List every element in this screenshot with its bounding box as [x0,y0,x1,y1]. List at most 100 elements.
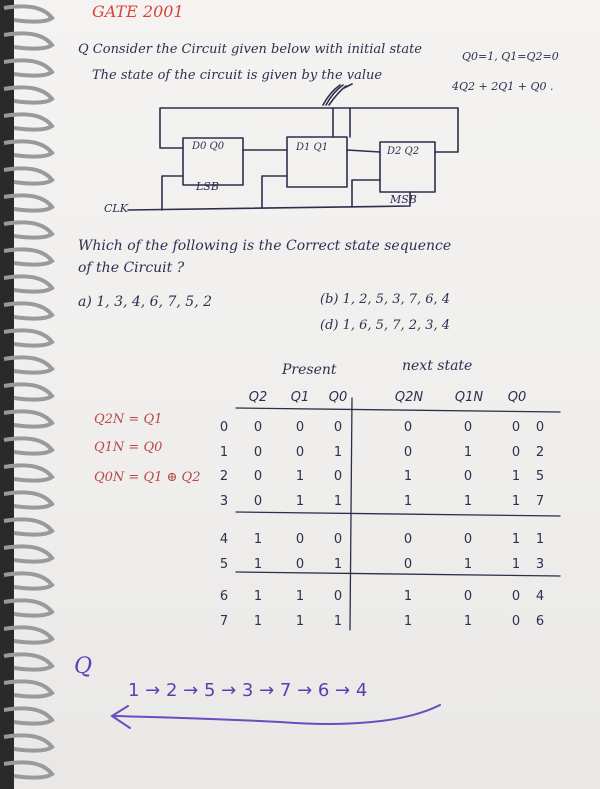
spiral-ring [3,409,55,429]
row-index: 5 [219,556,229,572]
next-cell: 0 [403,532,413,547]
present-cell: 1 [253,613,263,629]
next-cell: 0 [511,420,521,435]
spiral-ring [3,328,55,348]
next-cell: 0 [403,444,413,460]
ff1-label: D1 Q1 [296,142,329,153]
answer-sequence: 1 → 2 → 5 → 3 → 7 → 6 → 4 [128,680,368,701]
next-value-cell: 7 [535,493,545,509]
present-cell: 0 [253,493,263,509]
present-col-header: Q2 [248,390,268,405]
next-cell: 0 [511,613,521,629]
spiral-ring [3,679,55,699]
equation-q2n: Q2N = Q1 [94,412,163,427]
next-cell: 0 [463,469,473,484]
question-state-formula: 4Q2 + 2Q1 + Q0 . [452,80,554,93]
present-cell: 0 [333,420,343,435]
next-cell: 1 [403,613,413,629]
spiral-ring [3,598,55,618]
present-col-header: Q0 [328,390,348,405]
present-cell: 1 [295,589,305,604]
next-cell: 1 [403,493,413,509]
spiral-ring [3,463,55,483]
present-cell: 1 [295,493,305,509]
next-cell: 1 [511,532,521,547]
ff2-label: D2 Q2 [387,146,420,157]
spiral-ring [3,733,55,753]
next-cell: 0 [463,589,473,604]
row-index: 4 [219,532,229,547]
present-cell: 1 [333,613,343,629]
option-d: (d) 1, 6, 5, 7, 2, 3, 4 [320,318,451,333]
next-cell: 1 [463,444,473,460]
present-cell: 0 [295,420,305,435]
row-index: 2 [219,469,229,484]
ff0-label: D0 Q0 [192,141,225,152]
spiral-ring [3,4,55,24]
circuit-diagram [127,83,459,211]
state-table-lines [235,397,561,631]
next-col-header: Q0 [507,390,527,405]
equation-q1n: Q1N = Q0 [94,440,163,455]
next-value-cell: 3 [535,556,545,572]
present-cell: 0 [253,469,263,484]
present-col-header: Q1 [290,390,310,405]
spiral-ring [3,436,55,456]
flip-flop-2 [379,141,436,193]
present-cell: 0 [253,420,263,435]
spiral-ring [3,355,55,375]
answer-label: Q [74,654,93,679]
present-state-header: Present [282,362,337,378]
flip-flop-1 [286,136,348,188]
flip-flop-0 [182,137,244,186]
next-cell: 0 [463,420,473,435]
row-index: 7 [219,613,229,629]
present-cell: 1 [253,532,263,547]
spiral-ring [3,220,55,240]
loop-back-arrow [110,704,441,729]
question-line-2: The state of the circuit is given by the… [92,68,383,83]
next-cell: 1 [403,589,413,604]
present-cell: 0 [333,469,343,484]
row-index: 1 [219,444,229,460]
prompt-line-1: Which of the following is the Correct st… [78,238,452,254]
spiral-ring [3,571,55,591]
present-cell: 1 [295,469,305,484]
next-cell: 1 [403,469,413,484]
spiral-ring [3,652,55,672]
next-value-cell: 1 [535,532,545,547]
present-cell: 1 [333,493,343,509]
spiral-ring [3,382,55,402]
next-value-cell: 0 [535,420,545,435]
present-cell: 1 [253,589,263,604]
prompt-line-2: of the Circuit ? [78,260,185,276]
option-b: (b) 1, 2, 5, 3, 7, 6, 4 [320,292,451,307]
next-cell: 1 [463,556,473,572]
next-cell: 0 [403,556,413,572]
spiral-ring [3,58,55,78]
present-cell: 0 [253,444,263,460]
spiral-ring [3,193,55,213]
spiral-ring [3,544,55,564]
spiral-binding [0,0,55,789]
spiral-ring [3,139,55,159]
next-value-cell: 5 [535,469,545,484]
spiral-ring [3,166,55,186]
next-cell: 0 [403,420,413,435]
row-index: 0 [219,420,229,435]
present-cell: 0 [333,532,343,547]
next-state-header: next state [402,358,473,374]
spiral-ring [3,112,55,132]
spiral-ring [3,517,55,537]
spiral-ring [3,31,55,51]
heading: GATE 2001 [92,2,184,21]
msb-label: MSB [390,193,417,206]
spiral-ring [3,247,55,267]
spiral-ring [3,760,55,780]
present-cell: 0 [333,589,343,604]
present-cell: 1 [295,613,305,629]
question-initial-state: Q0=1, Q1=Q2=0 [462,50,559,63]
row-index: 3 [219,493,229,509]
row-index: 6 [219,589,229,604]
next-cell: 1 [511,469,521,484]
